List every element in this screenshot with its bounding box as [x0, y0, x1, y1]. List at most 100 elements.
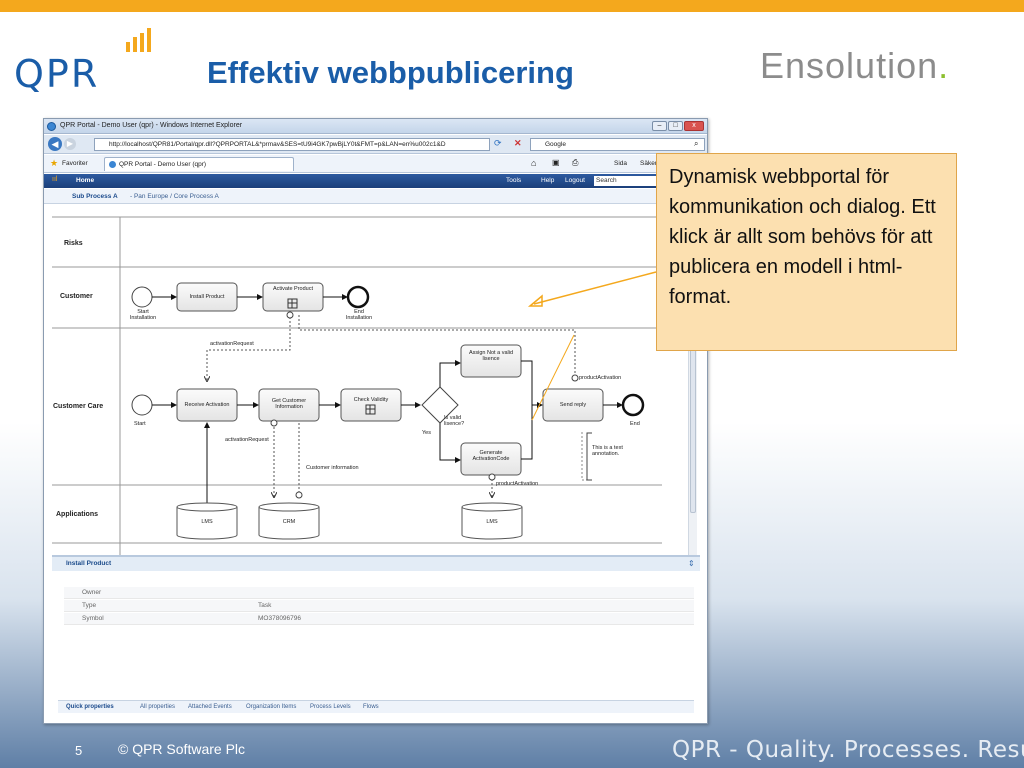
window-title: QPR Portal - Demo User (qpr) - Windows I…: [60, 122, 243, 129]
tab-quick-properties[interactable]: Quick properties: [66, 704, 114, 710]
label-lms-1[interactable]: LMS: [201, 519, 213, 525]
page-menu[interactable]: Sida: [614, 160, 628, 167]
diagram-canvas: [52, 216, 662, 555]
back-icon[interactable]: ◀: [48, 137, 62, 151]
close-button[interactable]: x: [684, 121, 704, 131]
address-bar[interactable]: http://localhost/QPR81/Portal/qpr.dll?QP…: [94, 138, 490, 151]
favorites-row: ★ Favoriter QPR Portal - Demo User (qpr)…: [44, 155, 707, 173]
breadcrumb-path[interactable]: - Pan Europe / Core Process A: [130, 193, 219, 200]
stop-icon[interactable]: ✕: [514, 138, 522, 148]
lane-label-risks: Risks: [64, 240, 83, 247]
star-icon[interactable]: ★: [50, 158, 59, 168]
collapse-icon[interactable]: ⇕: [688, 559, 695, 568]
label-annotation[interactable]: This is a text annotation.: [592, 445, 623, 457]
forward-icon[interactable]: ▶: [64, 138, 76, 150]
process-diagram: Risks Customer Customer Care Application…: [52, 205, 700, 555]
breadcrumb-title[interactable]: Sub Process A: [72, 193, 118, 200]
qpr-logo: QPR: [14, 28, 164, 98]
label-send-reply[interactable]: Send reply: [559, 402, 587, 408]
tab-all-properties[interactable]: All properties: [140, 704, 176, 710]
label-yes: Yes: [422, 430, 431, 436]
ensolution-logo: Ensolution.: [760, 45, 949, 87]
minimize-button[interactable]: –: [652, 121, 667, 131]
database-shapes: [176, 502, 523, 540]
refresh-icon[interactable]: ⟳: [494, 138, 502, 148]
annotation-association: [581, 430, 592, 481]
browser-tab[interactable]: QPR Portal - Demo User (qpr): [104, 157, 294, 171]
page-number: 5: [75, 743, 83, 758]
safety-menu[interactable]: Säkerh: [640, 160, 661, 167]
label-activation-request-1: activationRequest: [210, 341, 254, 347]
callout-arrow: [527, 271, 657, 307]
logout-link[interactable]: Logout: [565, 177, 585, 184]
label-activate-product[interactable]: Activate Product: [272, 286, 314, 292]
property-value: MO378096796: [258, 615, 302, 622]
label-receive-activation[interactable]: Receive Activation: [184, 402, 230, 408]
home-menu[interactable]: Home: [76, 177, 95, 184]
label-crm[interactable]: CRM: [282, 519, 296, 525]
label-generate-code[interactable]: Generate ActivationCode: [472, 450, 510, 462]
property-row: Type Task: [64, 600, 694, 612]
label-install-product[interactable]: Install Product: [189, 294, 225, 300]
callout-box: Dynamisk webbportal för kommunikation oc…: [656, 153, 957, 351]
breadcrumb: Sub Process A - Pan Europe / Core Proces…: [44, 189, 707, 204]
ensolution-logo-dot: .: [938, 45, 950, 86]
text-annotation: [586, 432, 592, 481]
label-activation-request-2: activationRequest: [225, 437, 269, 443]
label-check-validity[interactable]: Check Validity: [353, 397, 389, 403]
search-input[interactable]: Google: [530, 138, 705, 151]
message-flow: [298, 315, 576, 375]
end-installation-event: [346, 285, 370, 309]
home-icon[interactable]: ⌂: [531, 158, 537, 168]
tab-organization-items[interactable]: Organization Items: [246, 704, 297, 710]
label-product-activation-1: productActivation: [579, 375, 622, 381]
property-label: Type: [82, 602, 97, 609]
property-row: Symbol MO378096796: [64, 613, 694, 625]
lane-label-applications: Applications: [56, 511, 99, 518]
label-lms-2[interactable]: LMS: [486, 519, 498, 525]
print-icon[interactable]: ⎙: [572, 158, 579, 167]
favorites-button[interactable]: Favoriter: [62, 160, 88, 167]
feeds-icon[interactable]: ▣: [552, 158, 560, 167]
title-bar: QPR Portal - Demo User (qpr) - Windows I…: [44, 119, 707, 134]
portal-toolbar: ııl Home Tools Help Logout Search: [44, 174, 707, 188]
portal-search-input[interactable]: Search: [594, 176, 656, 186]
start-event: [131, 394, 153, 416]
property-label: Owner: [82, 589, 102, 596]
label-assign-not-valid[interactable]: Assign Not a valid lisence: [468, 350, 514, 362]
tagline: QPR - Quality. Processes. Results.: [672, 737, 1024, 763]
ensolution-logo-text: Ensolution: [760, 45, 939, 86]
property-value: Task: [258, 602, 272, 609]
qpr-logo-text: QPR: [14, 52, 100, 96]
label-start-installation[interactable]: Start Installation: [129, 309, 157, 321]
label-product-activation-2: productActivation: [496, 481, 539, 487]
help-link[interactable]: Help: [541, 177, 555, 184]
tab-ie-icon: [109, 161, 116, 168]
top-accent-bar: [0, 0, 1024, 12]
label-get-customer-information[interactable]: Get Customer Information: [271, 398, 307, 410]
callout-pointer-line: [531, 334, 575, 421]
tools-menu[interactable]: Tools: [506, 177, 522, 184]
lane-label-customer-care: Customer Care: [53, 403, 104, 410]
search-icon[interactable]: ⌕: [694, 139, 699, 148]
lane-label-customer: Customer: [60, 293, 93, 300]
property-row: Owner: [64, 587, 694, 599]
tab-label: QPR Portal - Demo User (qpr): [119, 161, 207, 168]
browser-window: QPR Portal - Demo User (qpr) - Windows I…: [43, 118, 708, 724]
ie-icon: [47, 122, 56, 131]
end-event: [621, 393, 645, 417]
qpr-bars-icon: ııl: [52, 176, 58, 183]
label-customer-information: Customer information: [306, 465, 359, 471]
property-label: Symbol: [82, 615, 104, 622]
label-gateway[interactable]: Is valid lisence?: [444, 415, 465, 427]
tab-attached-events[interactable]: Attached Events: [188, 704, 232, 710]
label-start[interactable]: Start: [134, 421, 146, 427]
tab-flows[interactable]: Flows: [363, 704, 379, 710]
start-installation-event: [131, 286, 153, 308]
label-end-installation[interactable]: End Installation: [345, 309, 373, 321]
tab-process-levels[interactable]: Process Levels: [310, 704, 351, 710]
label-end[interactable]: End: [630, 421, 640, 427]
maximize-button[interactable]: □: [668, 121, 683, 131]
message-flow: [207, 313, 291, 381]
properties-header: Install Product: [52, 557, 700, 571]
